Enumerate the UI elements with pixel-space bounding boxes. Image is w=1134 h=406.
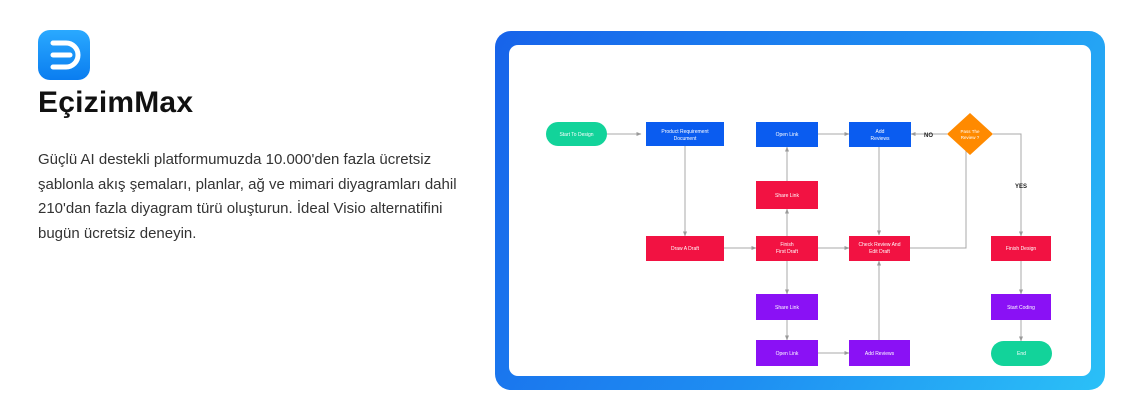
node-share-link-bottom-label: Share Link [775,305,799,311]
node-add-reviews-bottom: Add Reviews [849,340,910,366]
node-start-coding-label: Start Coding [1007,305,1035,311]
node-share-link-bottom: Share Link [756,294,818,320]
node-share-link-top: Share Link [756,181,818,209]
node-finish-first-draft: Finish First Draft [756,236,818,261]
edge-label-no: NO [924,133,933,139]
edge-check-to-review [910,144,968,249]
node-finish-design: Finish Design [991,236,1051,261]
flowchart-edges [607,132,1023,355]
node-end-label: End [1017,351,1026,357]
node-finish-first-draft-line2: First Draft [776,249,799,255]
node-pass-review-line2: Review ? [961,135,980,140]
flowchart-diagram: NO YES Start To Design Product Requireme… [546,113,1052,366]
brand-description: Güçlü AI destekli platformumuzda 10.000'… [38,151,457,242]
node-open-link-bottom: Open Link [756,340,818,366]
node-check-review: Check Review And Edit Draft [849,236,910,261]
edge-review-to-finish-design [993,133,1023,237]
node-draw-draft-label: Draw A Draft [671,246,700,252]
node-finish-design-label: Finish Design [1006,246,1037,252]
node-end: End [991,341,1052,366]
node-product-requirement-line2: Document [674,136,697,142]
node-start-coding: Start Coding [991,294,1051,320]
node-start: Start To Design [546,122,607,146]
node-pass-review-line1: Pass The [961,129,980,134]
flowchart-canvas: NO YES Start To Design Product Requireme… [509,45,1091,376]
node-add-reviews-bottom-label: Add Reviews [865,351,895,357]
node-product-requirement-line1: Product Requirement [661,129,709,135]
node-check-review-line2: Edit Draft [869,249,890,255]
flowchart-preview-frame: NO YES Start To Design Product Requireme… [495,31,1105,390]
node-product-requirement: Product Requirement Document [646,122,724,146]
node-start-label: Start To Design [559,132,593,138]
brand-title: EçizimMax [38,86,194,119]
edge-label-yes: YES [1015,184,1027,190]
node-open-link-top: Open Link [756,122,818,147]
node-finish-first-draft-line1: Finish [780,242,794,248]
node-add-reviews-top: Add Reviews [849,122,911,147]
node-draw-draft: Draw A Draft [646,236,724,261]
node-add-reviews-top-line1: Add [876,129,885,135]
node-check-review-line1: Check Review And [859,242,901,248]
node-open-link-bottom-label: Open Link [776,351,799,357]
node-open-link-top-label: Open Link [776,132,799,138]
node-share-link-top-label: Share Link [775,193,799,199]
app-logo-icon [38,30,90,80]
node-pass-review-decision: Pass The Review ? [947,113,993,155]
node-add-reviews-top-line2: Reviews [871,136,890,142]
